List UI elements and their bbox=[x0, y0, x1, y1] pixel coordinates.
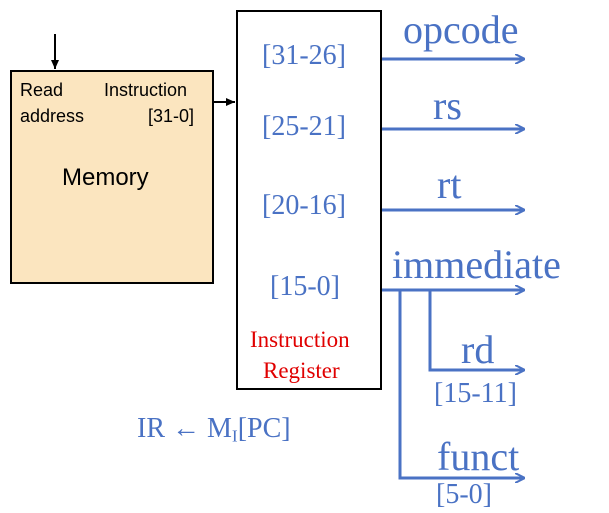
register-transfer-equation: IR ← MI[PC] bbox=[137, 415, 291, 445]
field-25-21: [25-21] bbox=[262, 111, 346, 142]
rt-label: rt bbox=[437, 162, 462, 207]
equation-lhs: IR ← M bbox=[137, 413, 232, 444]
rd-label: rd bbox=[461, 327, 495, 372]
field-31-26: [31-26] bbox=[262, 40, 346, 71]
address-label: address bbox=[20, 106, 85, 126]
register-title-line2: Register bbox=[263, 358, 340, 383]
memory-title: Memory bbox=[62, 164, 149, 191]
opcode-label: opcode bbox=[403, 7, 519, 52]
field-20-16: [20-16] bbox=[262, 190, 346, 221]
memory-block bbox=[10, 70, 214, 284]
field-15-0: [15-0] bbox=[270, 271, 340, 302]
funct-bits-label: [5-0] bbox=[436, 479, 492, 510]
funct-arrow bbox=[398, 290, 524, 478]
instruction-output-label: Instruction bbox=[104, 80, 188, 100]
equation-rhs: [PC] bbox=[237, 413, 291, 444]
instruction-bits-label: [31-0] bbox=[148, 106, 195, 126]
rd-bits-label: [15-11] bbox=[434, 378, 517, 409]
equation-subscript: I bbox=[231, 426, 238, 446]
register-title-line1: Instruction bbox=[250, 327, 350, 352]
read-label: Read bbox=[20, 80, 64, 100]
rs-label: rs bbox=[433, 83, 462, 128]
instruction-register bbox=[236, 10, 382, 390]
rd-arrow bbox=[428, 290, 524, 370]
funct-label: funct bbox=[437, 434, 520, 479]
immediate-label: immediate bbox=[392, 242, 561, 287]
